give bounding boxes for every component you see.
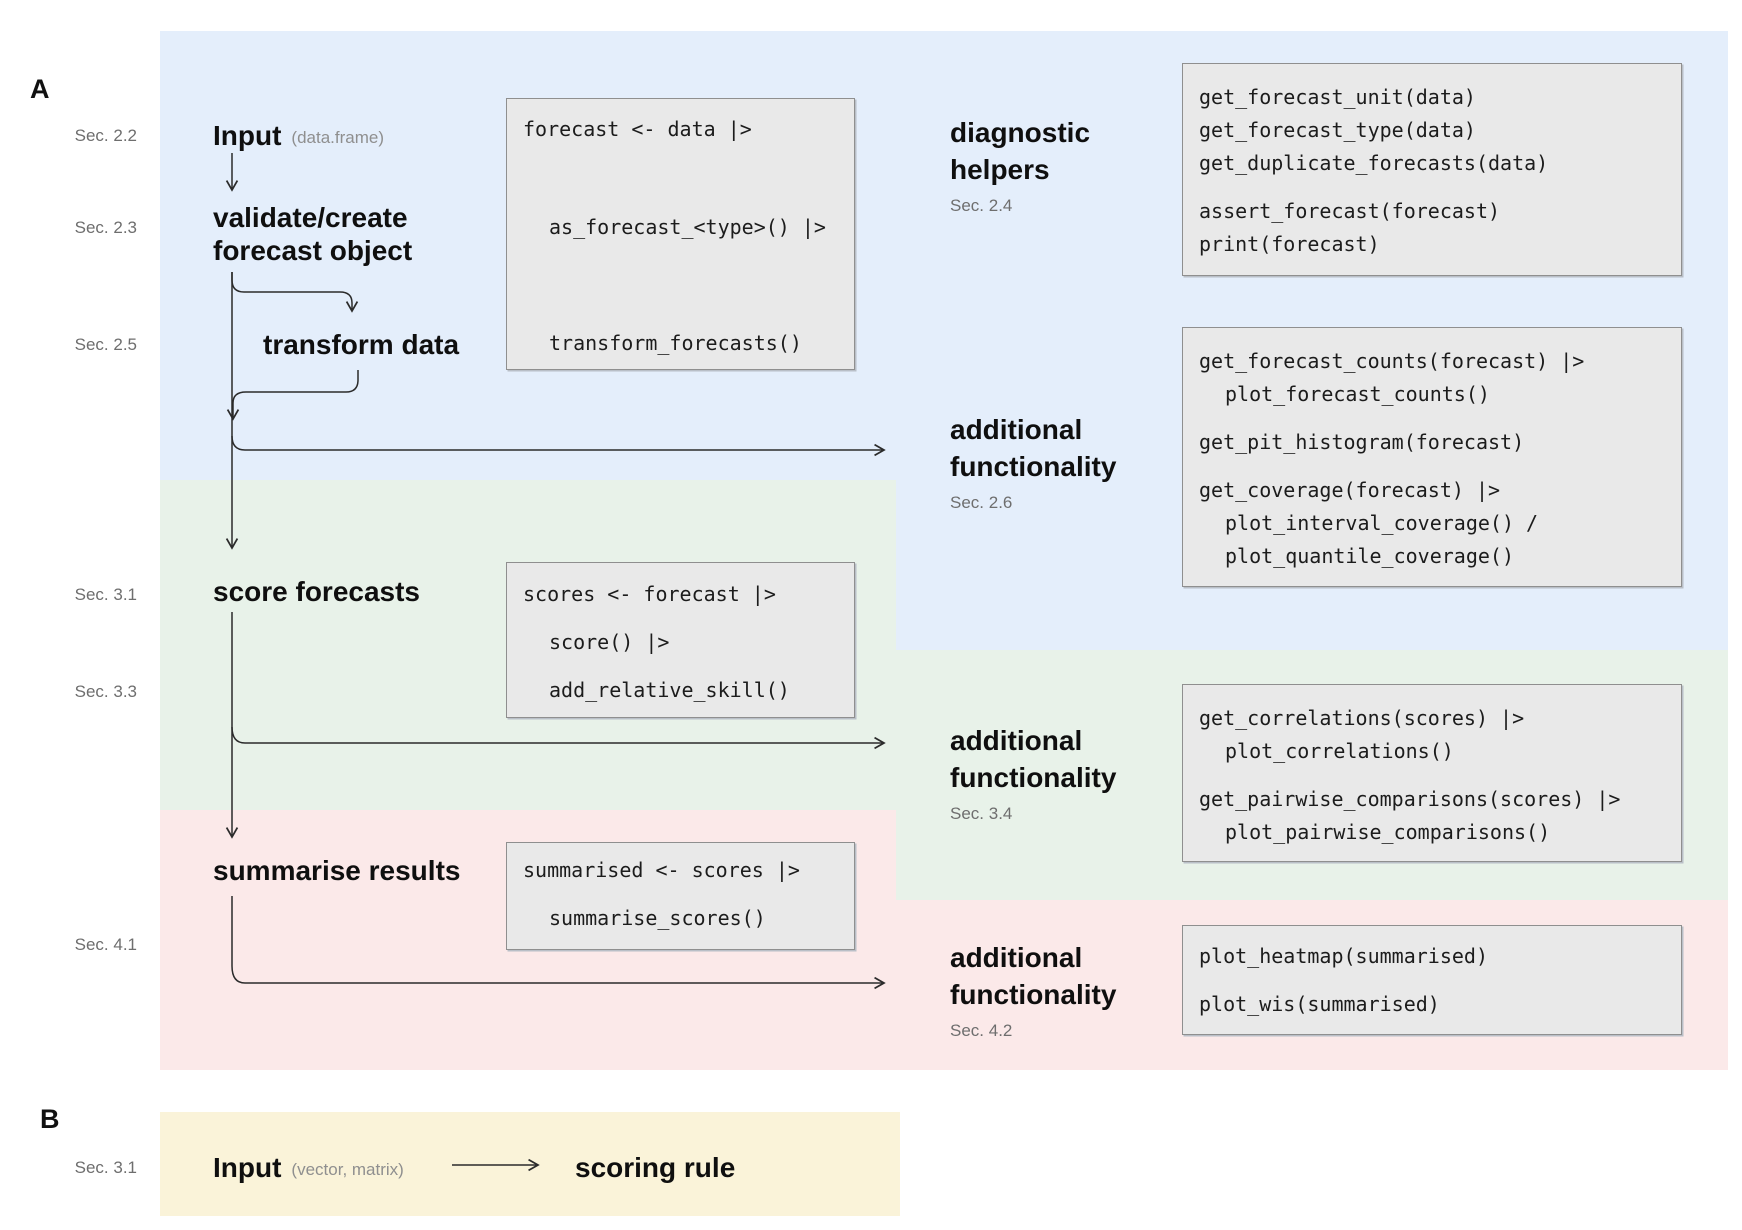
code-line: plot_interval_coverage() /: [1225, 511, 1539, 535]
section-label-2-5: Sec. 2.5: [74, 335, 137, 354]
heading-diagnostic-line2: helpers: [950, 154, 1050, 185]
code-box-additional-2-6: get_forecast_counts(forecast) |> plot_fo…: [1182, 327, 1682, 587]
heading-additional-2-6: additional functionality Sec. 2.6: [950, 411, 1180, 513]
heading-add34-line2: functionality: [950, 762, 1117, 793]
flow-step-summarise: summarise results: [213, 855, 461, 886]
section-label-b-3-1: Sec. 3.1: [74, 1158, 137, 1177]
heading-diagnostic-sec: Sec. 2.4: [950, 196, 1013, 215]
code-box-diagnostic-helpers: get_forecast_unit(data) get_forecast_typ…: [1182, 63, 1682, 276]
code-line: plot_pairwise_comparisons(): [1225, 820, 1551, 844]
section-label-2-3: Sec. 2.3: [74, 218, 137, 237]
code-line: get_coverage(forecast) |>: [1199, 478, 1501, 502]
heading-diagnostic-line1: diagnostic: [950, 117, 1091, 148]
flow-step-score: score forecasts: [213, 576, 421, 607]
flow-step-transform: transform data: [263, 329, 460, 360]
code-box-score: scores <- forecast |> score() |> add_rel…: [506, 562, 855, 718]
code-box-create-forecast: forecast <- data |> as_forecast_<type>()…: [506, 98, 855, 370]
section-label-3-3: Sec. 3.3: [74, 682, 137, 701]
section-label-4-1: Sec. 4.1: [74, 935, 137, 954]
code-box-additional-3-4: get_correlations(scores) |> plot_correla…: [1182, 684, 1682, 862]
heading-add26-sec: Sec. 2.6: [950, 493, 1013, 512]
code-line: plot_quantile_coverage(): [1225, 544, 1514, 568]
heading-add34-sec: Sec. 3.4: [950, 804, 1013, 823]
heading-add26-line2: functionality: [950, 451, 1117, 482]
flow-step-input: Input (data.frame): [213, 119, 384, 156]
panel-b-input: Input (vector, matrix): [213, 1151, 404, 1188]
code-box-summarise: summarised <- scores |> summarise_scores…: [506, 842, 855, 950]
code-box-additional-4-2: plot_heatmap(summarised) plot_wis(summar…: [1182, 925, 1682, 1035]
code-line: summarise_scores(): [549, 906, 766, 930]
section-label-3-1: Sec. 3.1: [74, 585, 137, 604]
flow-step-validate-line1: validate/create: [213, 202, 408, 233]
heading-add42-line1: additional: [950, 942, 1083, 973]
panel-b-scoring-rule: scoring rule: [575, 1152, 736, 1183]
panel-b-input-label: Input: [213, 1152, 282, 1183]
heading-add26-line1: additional: [950, 414, 1083, 445]
code-line: scores <- forecast |>: [523, 582, 776, 606]
flow-step-validate: validate/create forecast object: [213, 201, 412, 267]
flow-step-input-label: Input: [213, 120, 282, 151]
heading-add34-line1: additional: [950, 725, 1083, 756]
code-line: forecast <- data |>: [523, 117, 752, 141]
code-line: plot_heatmap(summarised): [1199, 944, 1488, 968]
heading-additional-4-2: additional functionality Sec. 4.2: [950, 939, 1180, 1041]
code-line: get_duplicate_forecasts(data): [1199, 151, 1549, 175]
code-line: get_forecast_type(data): [1199, 118, 1476, 142]
heading-add42-sec: Sec. 4.2: [950, 1021, 1013, 1040]
flow-step-input-annotation: (data.frame): [291, 128, 385, 147]
heading-add42-line2: functionality: [950, 979, 1117, 1010]
flow-step-validate-line2: forecast object: [213, 235, 413, 266]
code-line: get_pit_histogram(forecast): [1199, 430, 1525, 454]
panel-a-label: A: [30, 74, 50, 104]
panel-b-label: B: [40, 1104, 60, 1134]
heading-additional-3-4: additional functionality Sec. 3.4: [950, 722, 1180, 824]
code-line: score() |>: [549, 630, 670, 654]
code-line: as_forecast_<type>() |>: [549, 215, 826, 239]
code-line: assert_forecast(forecast): [1199, 199, 1501, 223]
code-line: get_pairwise_comparisons(scores) |>: [1199, 787, 1621, 811]
code-line: summarised <- scores |>: [523, 858, 800, 882]
code-line: plot_wis(summarised): [1199, 992, 1440, 1016]
code-line: print(forecast): [1199, 232, 1380, 256]
code-line: get_forecast_unit(data): [1199, 85, 1476, 109]
code-line: plot_correlations(): [1225, 739, 1454, 763]
code-line: transform_forecasts(): [549, 331, 802, 355]
code-line: get_correlations(scores) |>: [1199, 706, 1525, 730]
panel-b-input-annotation: (vector, matrix): [291, 1160, 404, 1179]
code-line: plot_forecast_counts(): [1225, 382, 1490, 406]
section-label-2-2: Sec. 2.2: [74, 126, 137, 145]
code-line: add_relative_skill(): [549, 678, 790, 702]
heading-diagnostic-helpers: diagnostic helpers Sec. 2.4: [950, 114, 1180, 216]
code-line: get_forecast_counts(forecast) |>: [1199, 349, 1585, 373]
